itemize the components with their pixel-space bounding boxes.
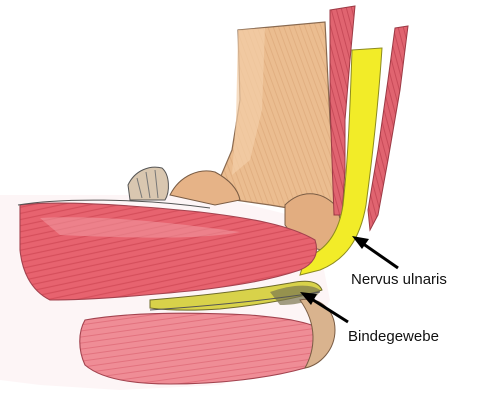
forearm-muscle-lower [80,313,325,384]
label-nervus-ulnaris: Nervus ulnaris [351,272,447,287]
label-bindegewebe: Bindegewebe [348,329,439,344]
arrow-nervus-ulnaris [352,236,398,268]
